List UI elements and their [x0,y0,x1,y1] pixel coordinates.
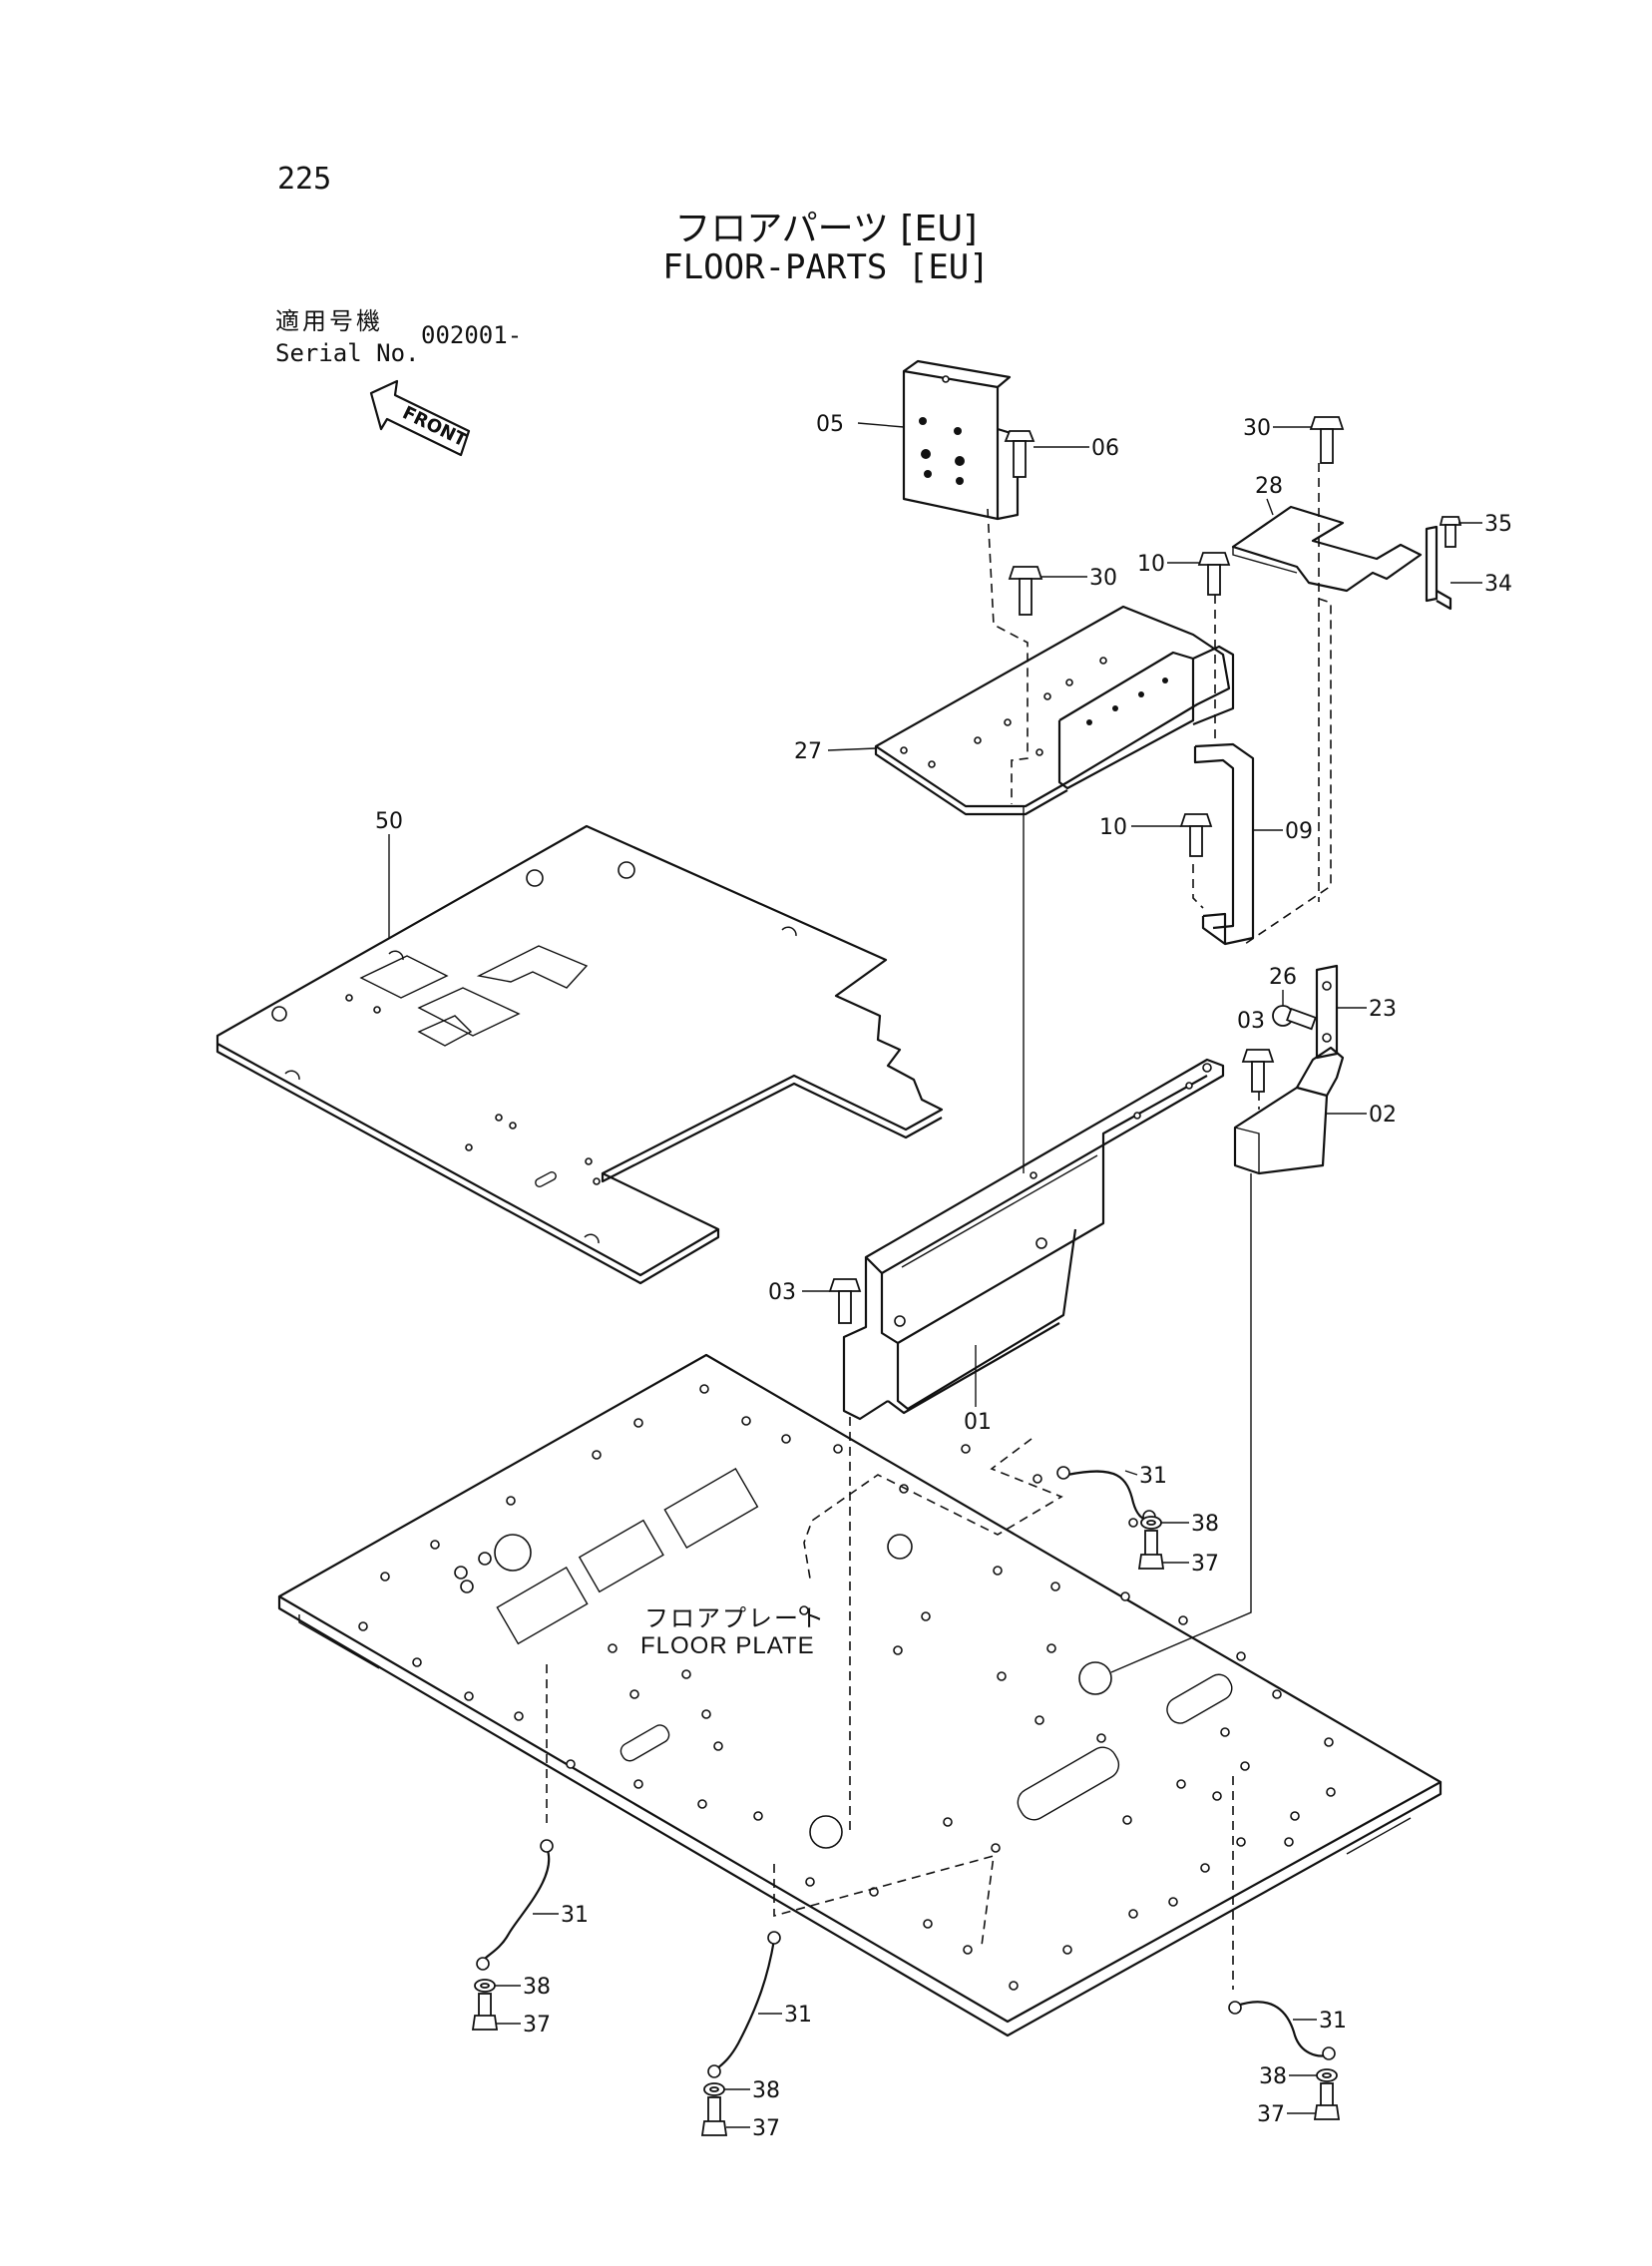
floor-plate [277,1353,1443,2038]
callout-09: 09 [1285,819,1313,844]
callout-37b: 37 [523,2013,551,2038]
callout-31c: 31 [784,2003,812,2028]
callout-38d: 38 [1259,2064,1287,2089]
floor-plate-holes [358,1384,1336,1991]
callout-23: 23 [1369,997,1397,1022]
callout-03a: 03 [1237,1009,1265,1034]
page-title-english: FLOOR-PARTS [EU] [662,247,990,287]
serial-label-japanese: 適用号機 [275,307,383,335]
part-02-bracket [1233,1046,1345,1175]
screw-35 [1439,516,1462,548]
callout-34: 34 [1484,572,1512,597]
callout-30a: 30 [1243,416,1271,441]
part-01-bracket [842,1058,1225,1421]
part-23-plate [1315,964,1339,1060]
washer-38-upper-right [1140,1516,1162,1530]
alignment-lines [546,463,1332,1990]
ground-cable-31-left [476,1839,554,1971]
bolt-03-upper [1241,1049,1275,1093]
callout-01: 01 [964,1410,992,1435]
bolt-03-lower [828,1278,862,1324]
callout-31d: 31 [1319,2009,1347,2034]
bolt-37-center [700,2096,728,2136]
bolt-06 [1004,430,1035,478]
callout-10b: 10 [1099,815,1127,840]
part-28-plate [1231,505,1423,593]
bolt-26 [1272,1005,1317,1031]
callout-03b: 03 [768,1280,796,1305]
callout-37c: 37 [752,2116,780,2141]
page-number: 225 [277,162,332,197]
washer-38-center [703,2082,725,2096]
bolt-37-upper-right [1137,1530,1165,1570]
callout-37a: 37 [1191,1552,1219,1577]
bolt-10-upper [1197,552,1231,596]
bolt-10-lower [1179,813,1213,857]
callout-38b: 38 [523,1975,551,2000]
callout-10a: 10 [1137,552,1165,577]
callout-31b: 31 [561,1903,589,1928]
callout-26: 26 [1269,965,1297,990]
callout-38c: 38 [752,2078,780,2103]
bolt-30-upper-right [1309,416,1345,464]
front-arrow-label: FRONT [399,402,471,451]
floor-plate-label-japanese: フロアプレート [644,1604,826,1632]
ground-cable-31-lower-right [1228,2001,1336,2060]
bolt-37-lower-right [1313,2082,1341,2120]
callout-35: 35 [1484,512,1512,537]
callout-05: 05 [816,412,844,437]
part-50-floor-mat [215,824,944,1285]
washer-38-left [474,1979,496,1993]
serial-number-value: 002001- [421,321,523,349]
callout-27: 27 [794,739,822,764]
callout-31a: 31 [1139,1464,1167,1489]
ground-cable-31-center [707,1931,781,2078]
part-34-bracket [1425,525,1452,611]
callout-50: 50 [375,809,403,834]
callout-06: 06 [1091,436,1119,461]
part-05-bracket [902,359,1020,521]
page-title-japanese: フロアパーツ [EU] [674,209,978,249]
callout-38a: 38 [1191,1512,1219,1537]
front-direction-arrow: FRONT [369,379,471,457]
bolt-37-left [471,1993,499,2031]
callout-28: 28 [1255,474,1283,499]
callout-02: 02 [1369,1103,1397,1128]
callout-30b: 30 [1089,566,1117,591]
part-27-plate [874,605,1235,816]
part-09-bracket [1193,742,1255,946]
serial-label-english: Serial No. [275,339,420,367]
washer-38-lower-right [1316,2068,1338,2082]
callout-37d: 37 [1257,2102,1285,2127]
floor-plate-label-english: FLOOR PLATE [640,1632,815,1659]
bolt-30-center [1008,566,1043,616]
